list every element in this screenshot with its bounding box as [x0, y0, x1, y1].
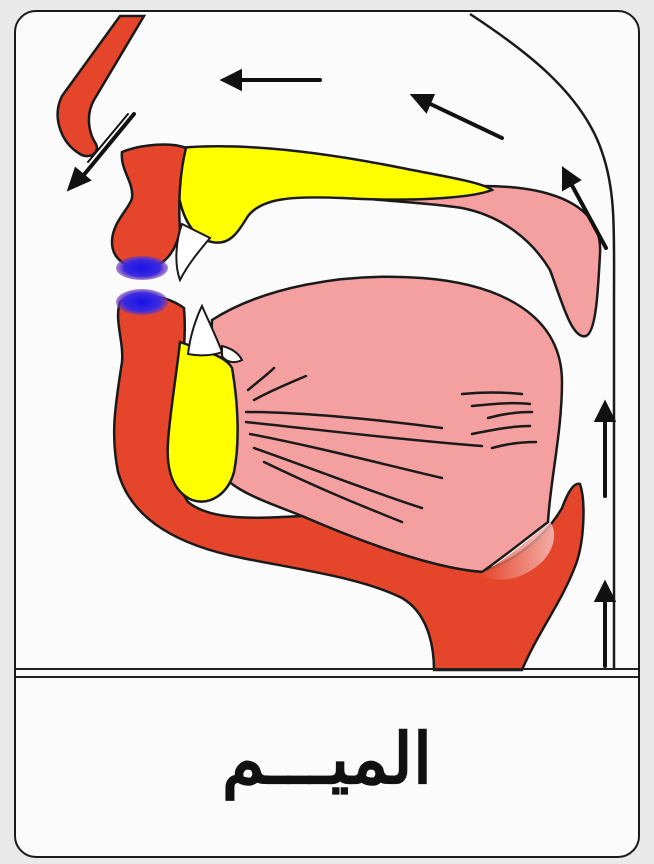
articulation-diagram — [16, 12, 640, 672]
arrow-icon — [597, 584, 613, 666]
arrow-icon — [597, 404, 613, 496]
arrow-icon — [414, 96, 502, 138]
letter-card: الميـــم — [14, 10, 640, 858]
divider-line — [16, 668, 638, 670]
arrow-icon — [224, 72, 320, 88]
lower-jaw-bone — [168, 342, 238, 502]
articulation-lower — [116, 289, 168, 315]
caption-area: الميـــم — [16, 674, 638, 858]
articulation-upper — [116, 256, 168, 280]
hard-palate — [178, 146, 492, 242]
letter-name: الميـــم — [222, 717, 432, 800]
nose — [58, 16, 144, 156]
upper-lip — [112, 145, 186, 269]
